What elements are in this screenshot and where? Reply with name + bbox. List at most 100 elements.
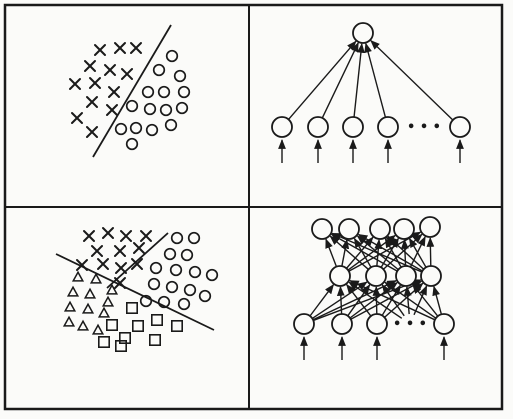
circle-glyph — [129, 121, 143, 135]
cross-glyph — [97, 258, 109, 270]
triangle-glyph — [101, 295, 115, 307]
connection-arrow — [403, 285, 412, 315]
circle-glyph — [143, 102, 157, 116]
triangle-glyph — [97, 306, 111, 318]
cross-glyph — [108, 86, 120, 98]
output-node — [338, 218, 360, 240]
decision-boundary — [92, 24, 172, 158]
connection-arrow — [408, 237, 427, 268]
input-node — [293, 313, 315, 335]
cross-glyph — [94, 44, 106, 56]
circle-glyph — [165, 280, 179, 294]
circle-glyph — [175, 101, 189, 115]
circle-glyph — [170, 231, 184, 245]
cross-glyph — [106, 104, 118, 116]
square-glyph — [151, 313, 164, 326]
circle-glyph — [157, 295, 171, 309]
input-node — [342, 116, 364, 138]
circle-glyph — [188, 265, 202, 279]
output-node — [393, 218, 415, 240]
circle-glyph — [205, 268, 219, 282]
input-node — [331, 313, 353, 335]
circle-glyph — [187, 231, 201, 245]
output-node — [369, 218, 391, 240]
triangle-glyph — [81, 302, 95, 314]
circle-glyph — [183, 283, 197, 297]
triangle-glyph — [83, 287, 97, 299]
cross-glyph — [114, 245, 126, 257]
hidden-node — [329, 265, 351, 287]
connection-arrow — [413, 285, 428, 316]
circle-glyph — [163, 247, 177, 261]
circle-glyph — [152, 63, 166, 77]
square-glyph — [115, 339, 128, 352]
square-glyph — [119, 331, 132, 344]
nonlinear-classification-panel — [55, 227, 219, 352]
cross-glyph — [114, 42, 126, 54]
input-node — [449, 116, 471, 138]
decision-boundary — [55, 253, 215, 331]
circle-glyph — [114, 122, 128, 136]
input-node — [377, 116, 399, 138]
input-node — [271, 116, 293, 138]
connection-arrow — [364, 42, 387, 118]
circle-glyph — [141, 85, 155, 99]
cross-glyph — [140, 230, 152, 242]
cross-glyph — [89, 77, 101, 89]
connection-arrow — [426, 237, 435, 267]
cross-glyph — [91, 245, 103, 257]
circle-glyph — [198, 289, 212, 303]
circle-glyph — [147, 277, 161, 291]
ellipsis-label: • • • — [393, 317, 427, 332]
figure-frame — [3, 3, 504, 411]
cross-glyph — [83, 230, 95, 242]
circle-glyph — [145, 123, 159, 137]
hidden-node — [395, 265, 417, 287]
cross-glyph — [86, 96, 98, 108]
square-glyph — [98, 335, 111, 348]
output-node — [352, 22, 374, 44]
multi-layer-network-panel: • • • — [293, 216, 455, 360]
decision-boundary — [106, 232, 169, 289]
circle-glyph — [125, 99, 139, 113]
cross-glyph — [121, 68, 133, 80]
circle-glyph — [173, 69, 187, 83]
connection-arrow — [357, 233, 423, 272]
square-glyph — [126, 301, 139, 314]
cross-glyph — [104, 64, 116, 76]
cross-glyph — [130, 42, 142, 54]
output-node — [419, 216, 441, 238]
triangle-glyph — [105, 283, 119, 295]
connection-arrow — [287, 40, 357, 120]
cross-glyph — [102, 227, 114, 239]
connection-arrow — [432, 285, 443, 315]
connection-arrow — [387, 235, 425, 270]
input-node — [307, 116, 329, 138]
connection-arrow — [353, 42, 365, 118]
circle-glyph — [149, 261, 163, 275]
connection-arrow — [384, 237, 402, 268]
cross-glyph — [131, 258, 143, 270]
connection-arrow — [325, 238, 338, 267]
circle-glyph — [159, 103, 173, 117]
connection-arrow — [348, 281, 403, 319]
square-glyph — [171, 319, 184, 332]
single-layer-network-panel: • • • — [271, 22, 471, 163]
triangle-glyph — [62, 315, 76, 327]
square-glyph — [149, 333, 162, 346]
square-glyph — [106, 318, 119, 331]
connection-arrow — [341, 238, 350, 267]
connection-arrow — [345, 236, 374, 269]
triangle-glyph — [91, 323, 105, 335]
triangle-glyph — [63, 300, 77, 312]
input-node — [366, 313, 388, 335]
cross-glyph — [86, 126, 98, 138]
circle-glyph — [177, 85, 191, 99]
circle-glyph — [139, 294, 153, 308]
connection-arrow — [313, 279, 422, 322]
connection-arrow — [321, 42, 359, 119]
connection-arrow — [349, 279, 436, 321]
triangle-glyph — [71, 270, 85, 282]
